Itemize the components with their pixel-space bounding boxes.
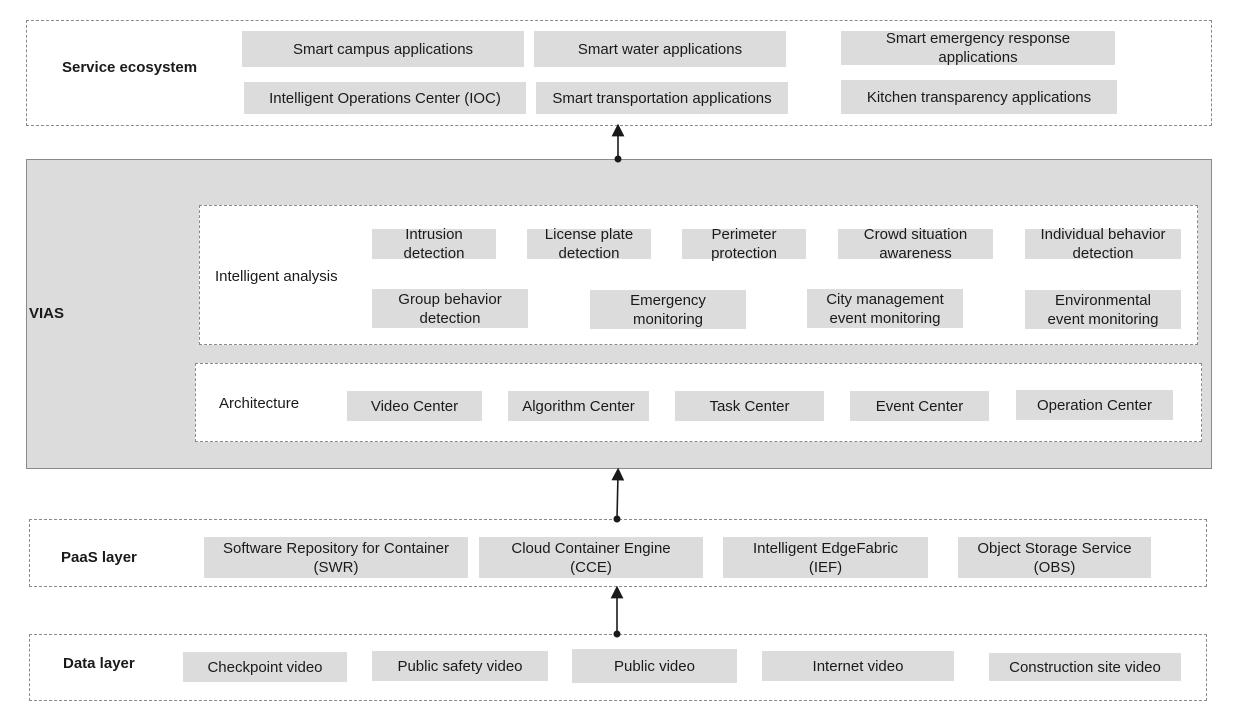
event-center-box: Event Center (850, 391, 989, 421)
operation-center-box: Operation Center (1016, 390, 1173, 420)
group-behavior-box: Group behavior detection (372, 289, 528, 328)
construction-site-video-box: Construction site video (989, 653, 1181, 681)
smart-transportation-box: Smart transportation applications (536, 82, 788, 114)
algorithm-center-box: Algorithm Center (508, 391, 649, 421)
arrow-paas-to-vias (611, 467, 625, 523)
arrow-data-to-paas (610, 585, 624, 638)
internet-video-box: Internet video (762, 651, 954, 681)
swr-box: Software Repository for Container (SWR) (204, 537, 468, 578)
smart-emergency-box: Smart emergency response applications (841, 30, 1115, 66)
arrow-vias-to-service (611, 123, 625, 163)
paas-layer-title: PaaS layer (61, 549, 137, 566)
smart-campus-box: Smart campus applications (242, 31, 524, 67)
architecture-label: Architecture (219, 395, 300, 412)
environmental-event-box: Environmental event monitoring (1025, 290, 1181, 329)
vias-title: VIAS (29, 305, 65, 322)
license-plate-detection-box: License plate detection (527, 226, 651, 262)
city-management-box: City management event monitoring (807, 289, 963, 328)
perimeter-protection-box: Perimeter protection (682, 226, 806, 262)
individual-behavior-box: Individual behavior detection (1025, 226, 1181, 262)
obs-box: Object Storage Service (OBS) (958, 537, 1151, 578)
data-layer-title: Data layer (63, 655, 135, 672)
intelligent-analysis-label: Intelligent analysis (215, 268, 338, 285)
cce-box: Cloud Container Engine (CCE) (479, 537, 703, 578)
public-safety-video-box: Public safety video (372, 651, 548, 681)
video-center-box: Video Center (347, 391, 482, 421)
task-center-box: Task Center (675, 391, 824, 421)
smart-water-box: Smart water applications (534, 31, 786, 67)
public-video-box: Public video (572, 649, 737, 683)
ioc-box: Intelligent Operations Center (IOC) (244, 82, 526, 114)
ief-box: Intelligent EdgeFabric (IEF) (723, 537, 928, 578)
kitchen-transparency-box: Kitchen transparency applications (841, 80, 1117, 114)
crowd-situation-box: Crowd situation awareness (838, 226, 993, 262)
intrusion-detection-box: Intrusion detection (372, 226, 496, 262)
emergency-monitoring-box: Emergency monitoring (590, 290, 746, 329)
service-ecosystem-title: Service ecosystem (62, 59, 198, 76)
checkpoint-video-box: Checkpoint video (183, 652, 347, 682)
